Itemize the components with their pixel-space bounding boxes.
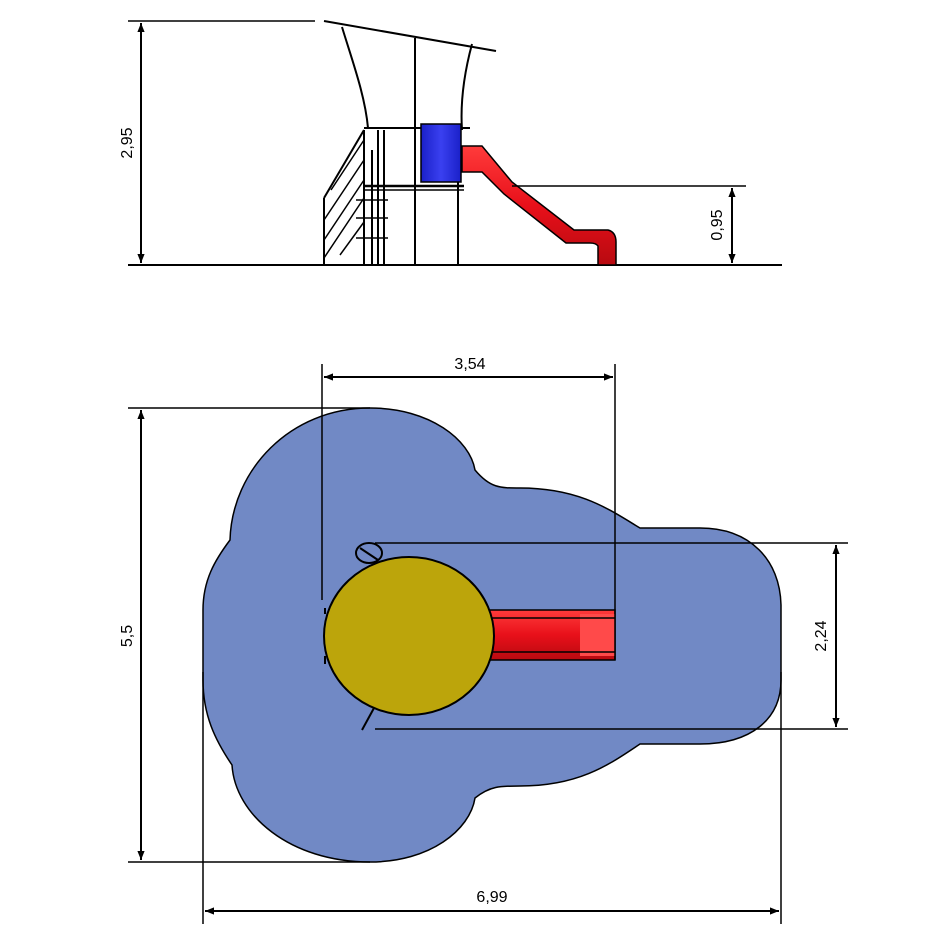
platform-height-label: 0,95 <box>709 209 726 240</box>
platform-width-label: 2,24 <box>813 620 830 651</box>
total-depth-label: 5,5 <box>119 625 136 647</box>
side-elevation <box>128 20 782 266</box>
roof-canopy <box>323 20 497 265</box>
slide-side <box>461 145 617 266</box>
elevation-dimensions: 2,95 0,95 <box>119 20 746 263</box>
ladder <box>323 129 388 265</box>
platform-top <box>323 556 495 716</box>
total-width-label: 6,99 <box>476 889 507 906</box>
plan-dimensions: 3,54 5,5 2,24 6,99 <box>119 356 848 924</box>
blue-panel <box>420 123 462 183</box>
total-height-label: 2,95 <box>119 127 136 158</box>
plan-view <box>202 407 782 863</box>
ladder-marks <box>324 542 383 731</box>
slide-length-label: 3,54 <box>454 356 485 373</box>
slide-plan <box>479 609 616 661</box>
